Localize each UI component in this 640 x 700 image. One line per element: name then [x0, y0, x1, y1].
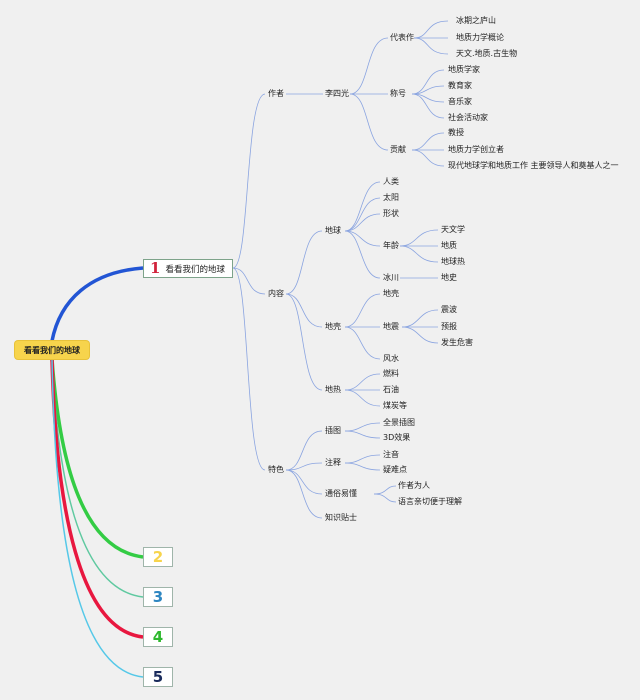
leaf-node[interactable]: 音乐家 — [448, 97, 472, 106]
branch-1-label: 看看我们的地球 — [165, 264, 225, 275]
node-illustration[interactable]: 插图 — [325, 426, 341, 435]
leaf-node[interactable]: 社会活动家 — [448, 113, 488, 122]
root-topic[interactable]: 看看我们的地球 — [15, 341, 89, 359]
leaf-node[interactable]: 天文学 — [441, 225, 465, 234]
leaf-node[interactable]: 全景插图 — [383, 418, 415, 427]
node-li-siguang[interactable]: 李四光 — [325, 89, 349, 98]
leaf-node[interactable]: 3D效果 — [383, 433, 411, 442]
leaf-node[interactable]: 疑难点 — [383, 465, 407, 474]
leaf-node[interactable]: 形状 — [383, 209, 399, 218]
node-contribution[interactable]: 贡献 — [390, 145, 406, 154]
node-annotation[interactable]: 注释 — [325, 458, 341, 467]
leaf-node[interactable]: 语言亲切便于理解 — [398, 497, 462, 506]
node-content[interactable]: 内容 — [268, 289, 284, 298]
leaf-node[interactable]: 地球热 — [441, 257, 465, 266]
leaf-node[interactable]: 地史 — [441, 273, 457, 282]
branch-1-line — [50, 266, 144, 342]
leaf-node[interactable]: 人类 — [383, 177, 399, 186]
leaf-node[interactable]: 教育家 — [448, 81, 472, 90]
leaf-node[interactable]: 煤炭等 — [383, 401, 407, 410]
node-earthquake[interactable]: 地震 — [383, 322, 399, 331]
leaf-node[interactable]: 震波 — [441, 305, 457, 314]
node-easy-understand[interactable]: 通俗易懂 — [325, 489, 357, 498]
branch-2-line — [50, 358, 144, 559]
branch-4-line — [50, 358, 144, 639]
node-crust[interactable]: 地壳 — [325, 322, 341, 331]
node-author[interactable]: 作者 — [268, 89, 284, 98]
node-knowledge-tips[interactable]: 知识贴士 — [325, 513, 357, 522]
leaf-node[interactable]: 风水 — [383, 354, 399, 363]
node-glacier[interactable]: 冰川 — [383, 273, 399, 282]
node-works[interactable]: 代表作 — [390, 33, 414, 42]
branch-1-topic[interactable]: 1 看看我们的地球 — [143, 259, 233, 278]
leaf-node[interactable]: 天文.地质.古生物 — [456, 49, 518, 58]
leaf-node[interactable]: 现代地球学和地质工作 主要领导人和奠基人之一 — [448, 161, 619, 170]
leaf-node[interactable]: 地质力学创立者 — [448, 145, 504, 154]
node-age[interactable]: 年龄 — [383, 241, 399, 250]
node-feature[interactable]: 特色 — [268, 465, 284, 474]
leaf-node[interactable]: 地质 — [441, 241, 457, 250]
leaf-node[interactable]: 地质力学概论 — [456, 33, 504, 42]
leaf-node[interactable]: 地质学家 — [448, 65, 480, 74]
node-earth[interactable]: 地球 — [325, 226, 341, 235]
branch-1-number: 1 — [150, 259, 161, 277]
leaf-node[interactable]: 冰期之庐山 — [456, 16, 496, 25]
branch-3-line — [51, 358, 144, 598]
branch-4-topic[interactable]: 4 — [143, 627, 173, 647]
branch-5-line — [51, 358, 144, 678]
leaf-node[interactable]: 地壳 — [383, 289, 399, 298]
leaf-node[interactable]: 发生危害 — [441, 338, 473, 347]
leaf-node[interactable]: 石油 — [383, 385, 399, 394]
leaf-node[interactable]: 预报 — [441, 322, 457, 331]
branch-5-topic[interactable]: 5 — [143, 667, 173, 687]
branch-3-topic[interactable]: 3 — [143, 587, 173, 607]
leaf-node[interactable]: 作者为人 — [398, 481, 430, 490]
leaf-node[interactable]: 太阳 — [383, 193, 399, 202]
leaf-node[interactable]: 注音 — [383, 450, 399, 459]
node-titles[interactable]: 称号 — [390, 89, 406, 98]
leaf-node[interactable]: 教授 — [448, 128, 464, 137]
branch-2-topic[interactable]: 2 — [143, 547, 173, 567]
leaf-node[interactable]: 燃料 — [383, 369, 399, 378]
node-geothermal[interactable]: 地热 — [325, 385, 341, 394]
